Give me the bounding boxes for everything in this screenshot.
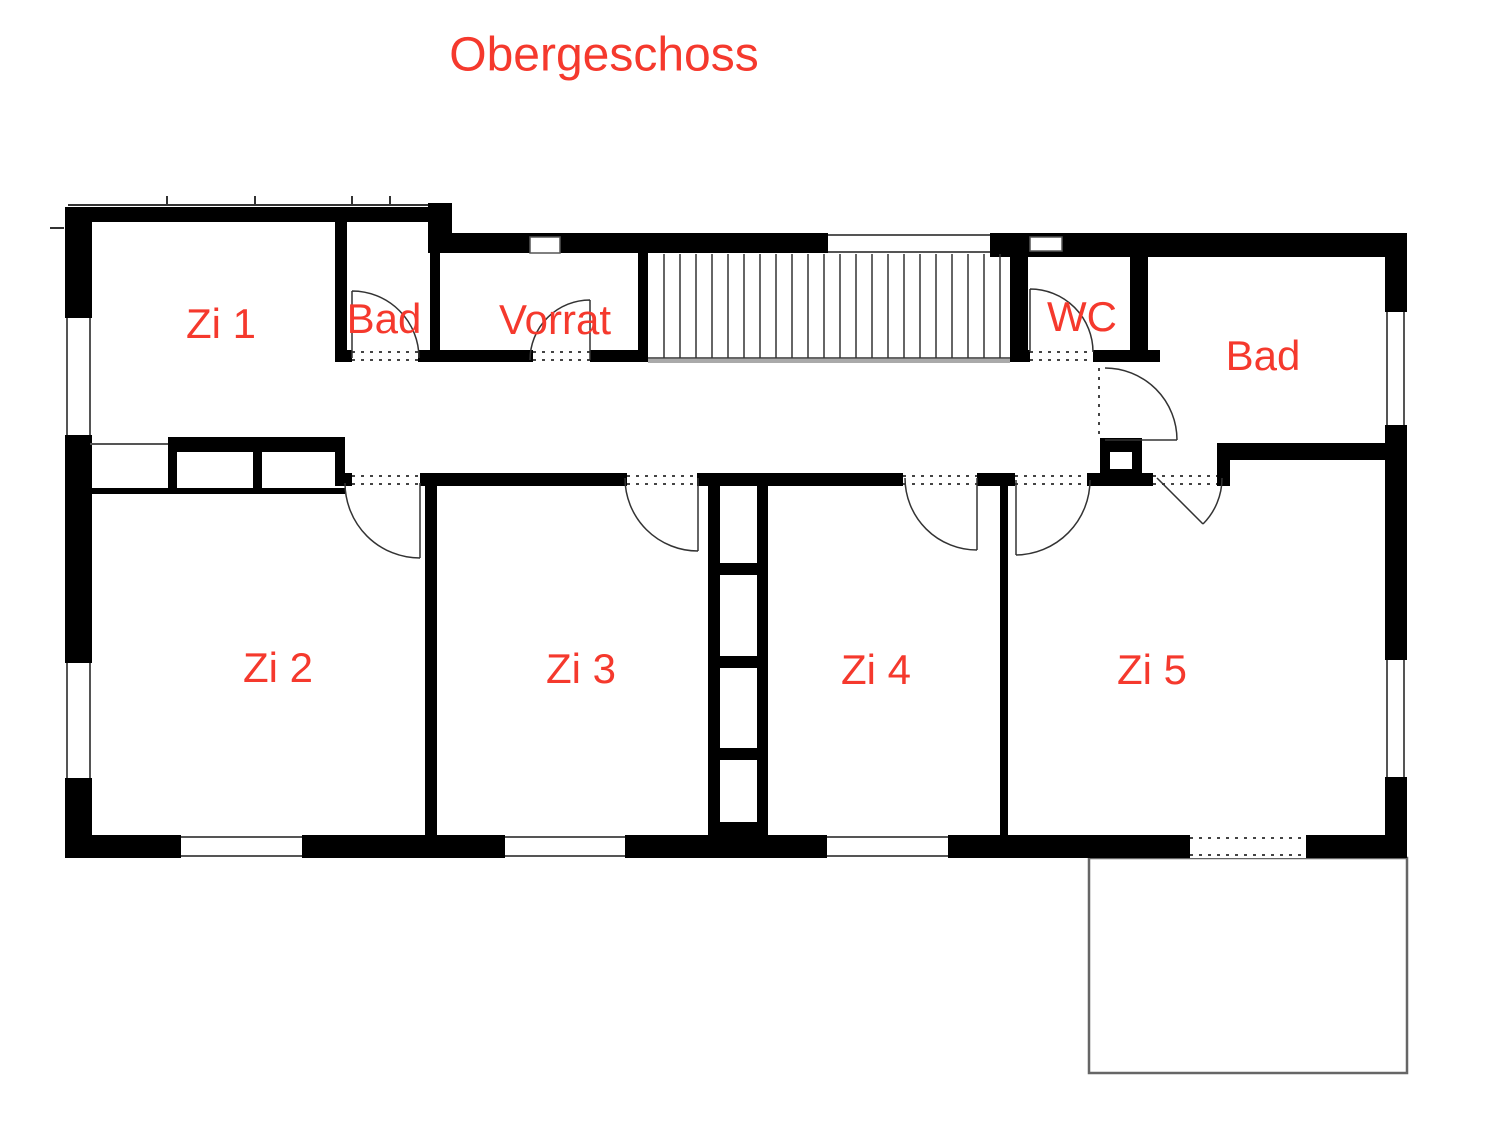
shaft-wall (708, 473, 768, 835)
room-label-zi2: Zi 2 (242, 644, 314, 691)
room-label-zi3: Zi 3 (545, 645, 617, 692)
staircase (648, 254, 1010, 363)
room-label-bad-left: Bad (346, 295, 422, 342)
room-label-zi1: Zi 1 (185, 300, 257, 347)
room-label-wc: WC (1047, 293, 1117, 340)
interior-walls (335, 222, 1385, 835)
room-label-zi5: Zi 5 (1116, 646, 1188, 693)
room-label-bad-right: Bad (1225, 332, 1301, 379)
room-label-vorrat: Vorrat (498, 296, 612, 343)
chimney (1090, 438, 1153, 486)
windows (65, 233, 1407, 858)
closet-row (90, 437, 345, 494)
roof-edge-ticks (50, 196, 449, 229)
page-title: Obergeschoss (449, 28, 759, 82)
door-openings (352, 350, 1306, 858)
door-swings (344, 288, 1223, 559)
balcony-outline (1087, 856, 1409, 1075)
room-label-zi4: Zi 4 (840, 646, 912, 693)
